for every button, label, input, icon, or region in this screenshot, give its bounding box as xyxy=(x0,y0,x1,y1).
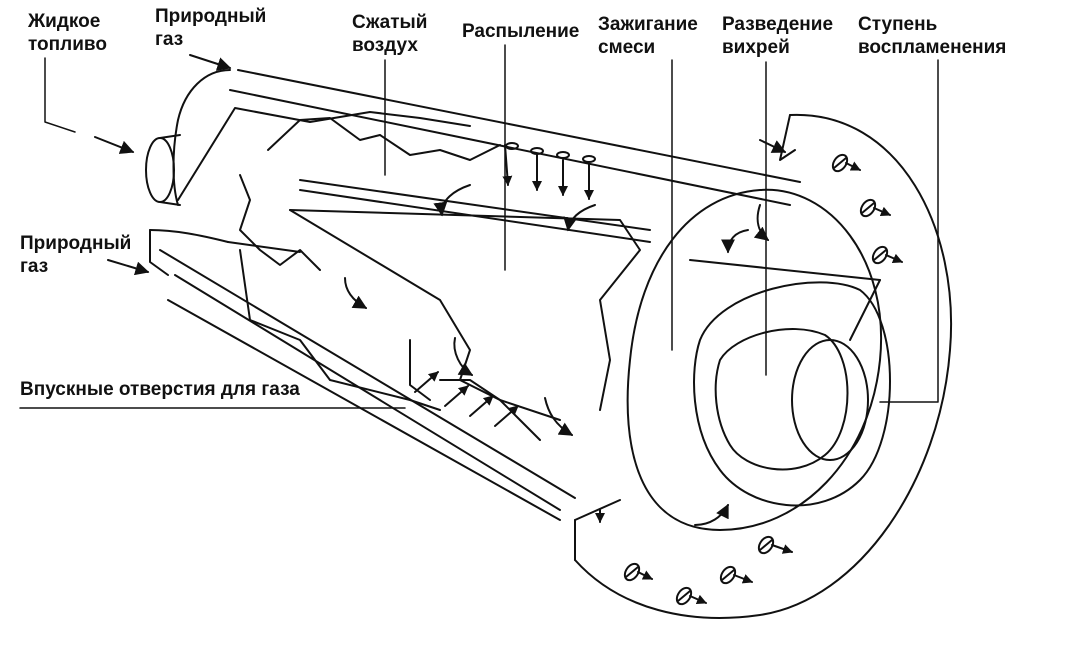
flange-bolt-holes xyxy=(623,153,903,606)
combustion-chamber xyxy=(626,188,891,531)
label-natural-gas-top: Природный газ xyxy=(155,6,267,50)
fuel-inlet-nozzle xyxy=(145,134,181,206)
air-intake-holes xyxy=(505,142,596,163)
label-spraying: Распыление xyxy=(462,21,580,42)
label-mixture-ignition: Зажигание смеси xyxy=(598,14,698,58)
label-natural-gas-side: Природный газ xyxy=(20,233,132,277)
flow-arrows xyxy=(94,54,787,526)
label-compressed-air: Сжатый воздух xyxy=(352,12,428,56)
leader-lines xyxy=(19,44,939,409)
label-ignition-stage: Ступень воспламенения xyxy=(858,14,1007,58)
label-liquid-fuel: Жидкое топливо xyxy=(28,11,107,55)
label-vortex-separation: Разведение вихрей xyxy=(722,14,834,58)
outer-casing xyxy=(149,69,801,521)
flange-ring xyxy=(574,113,952,619)
label-gas-inlets: Впускные отверстия для газа xyxy=(20,379,300,400)
